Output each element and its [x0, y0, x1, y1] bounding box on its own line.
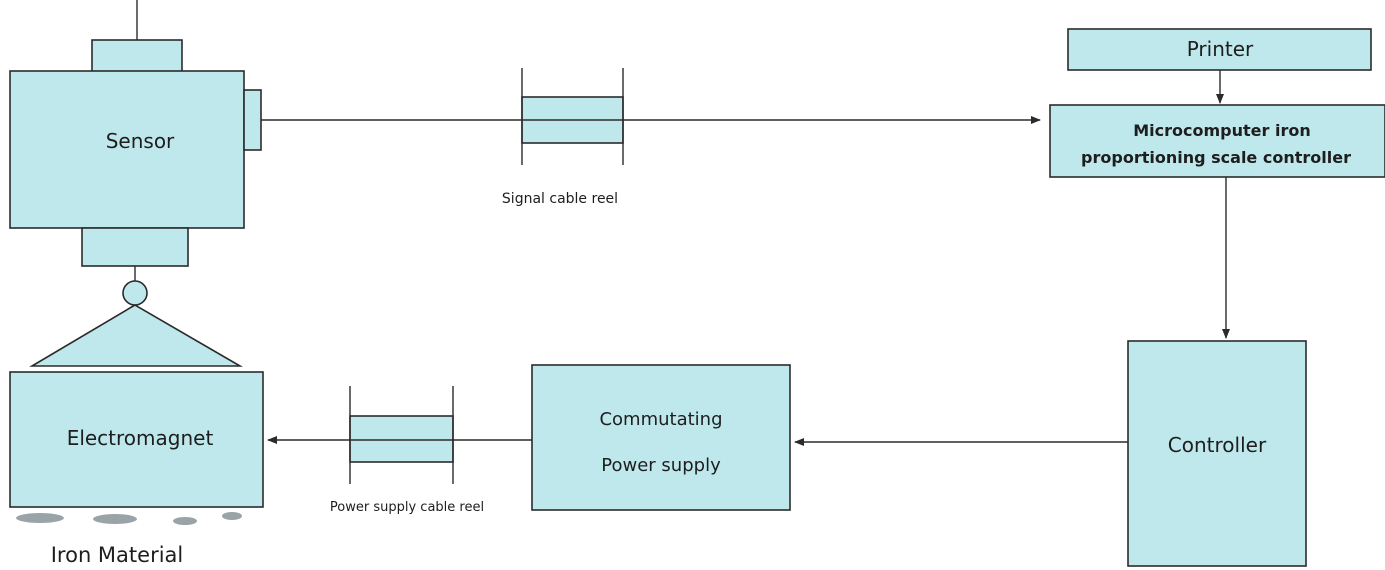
power-supply-label-line1: Commutating: [599, 409, 722, 430]
power-supply-label-line2: Power supply: [601, 455, 721, 476]
power-supply-box: [531, 364, 791, 511]
sensor-connector: [243, 89, 262, 151]
electromagnet-box: [9, 371, 264, 508]
scale-controller-label-line1: Microcomputer iron: [1133, 121, 1310, 140]
power-cable-reel-label: Power supply cable reel: [330, 500, 484, 515]
scale-controller-box: [1049, 104, 1385, 178]
sensor-top-block: [91, 39, 183, 73]
sensor-label: Sensor: [106, 129, 175, 153]
controller-box: [1127, 340, 1307, 567]
scale-controller-label-line2: proportioning scale controller: [1081, 148, 1351, 167]
signal-cable-reel-label: Signal cable reel: [502, 191, 618, 207]
sensor-bottom-block: [81, 227, 189, 267]
iron-material-label: Iron Material: [51, 543, 184, 567]
hook-ring: [122, 280, 148, 306]
printer-label: Printer: [1187, 37, 1254, 61]
iron-material-scrap: [16, 512, 242, 525]
power-cable-reel-drum: [349, 415, 454, 463]
electromagnet-yoke: [29, 304, 243, 367]
controller-label: Controller: [1168, 433, 1267, 457]
electromagnet-label: Electromagnet: [67, 426, 214, 450]
printer-box: [1067, 28, 1372, 71]
